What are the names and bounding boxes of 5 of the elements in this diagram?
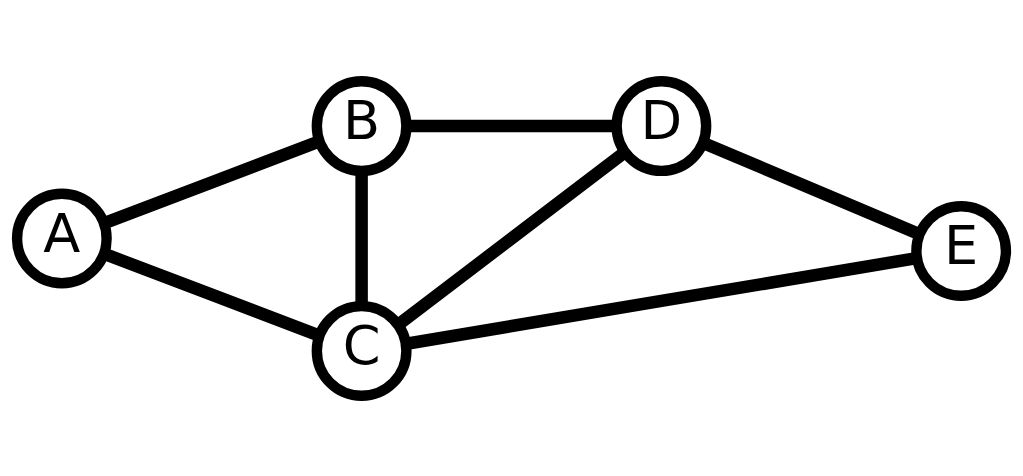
node-circle: A [11,188,112,288]
node-circle: D [611,75,712,176]
node-circle: C [311,300,412,401]
node-circle: E [911,200,1012,301]
node-circle: B [311,75,412,176]
